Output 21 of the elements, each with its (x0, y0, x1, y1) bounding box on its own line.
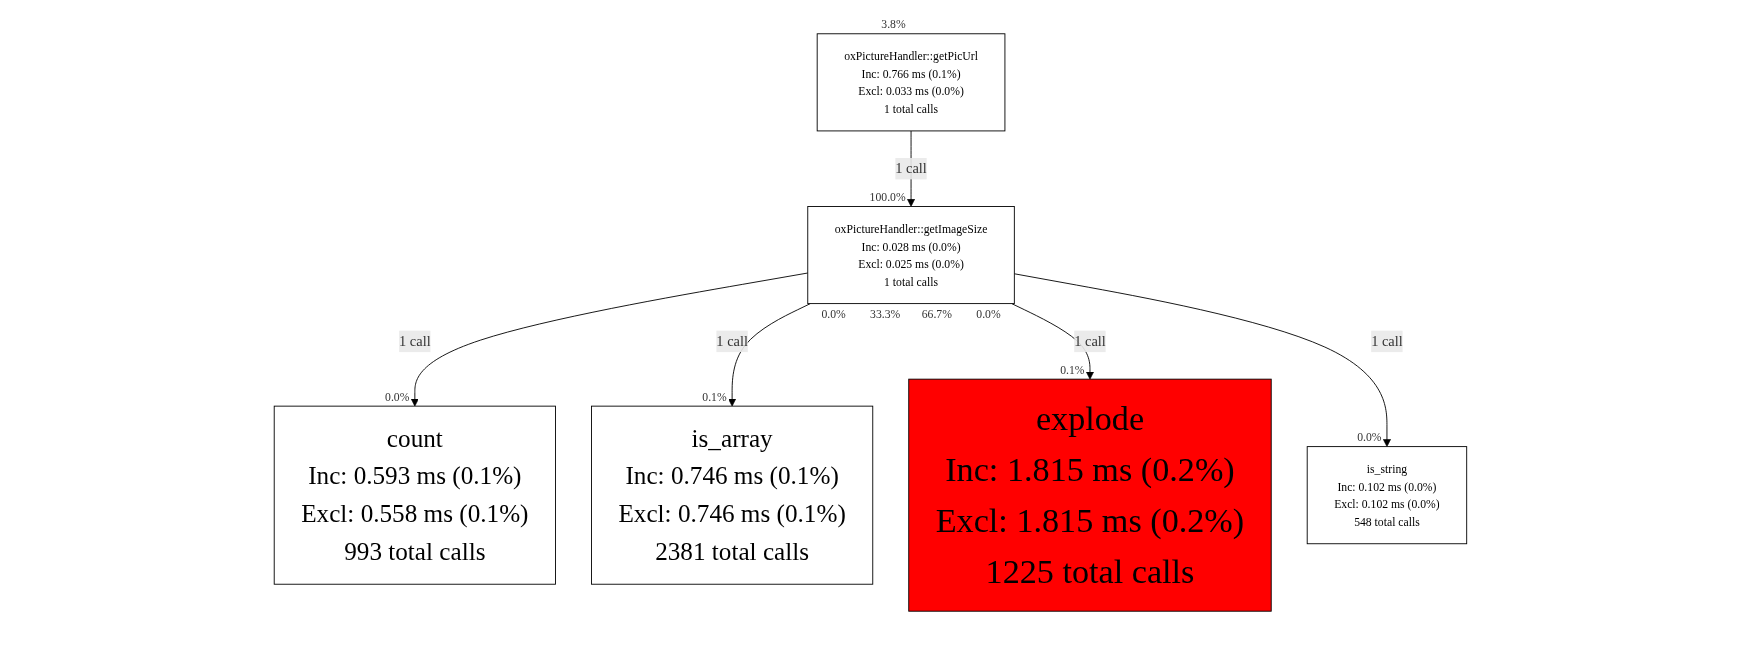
node-box: oxPictureHandler::getPicUrl Inc: 0.766 ms (0.1%) Excl: 0.033 ms (0.0%) 1 total calls (816, 33, 1006, 132)
percentage-label: 0.0% (821, 308, 846, 321)
percentage-label: 0.1% (1060, 363, 1085, 377)
node-box: oxPictureHandler::getImageSize Inc: 0.028 ms (0.0%) Excl: 0.025 ms (0.0%) 1 total calls (807, 206, 1015, 305)
percentage-label: 33.3% (870, 308, 901, 321)
percentage-label: 66.7% (921, 308, 952, 321)
percentage-label: 3.8% (881, 18, 906, 32)
edge-label: 1 call (399, 333, 431, 349)
percentage-label: 0.0% (1357, 431, 1382, 445)
edge-label: 1 call (895, 160, 927, 176)
node-box: count Inc: 0.593 ms (0.1%) Excl: 0.558 ms (0.1%) 993 total calls (273, 405, 556, 585)
edge-label: 1 call (1371, 333, 1403, 349)
percentage-label: 0.0% (385, 390, 410, 404)
node-box: is_array Inc: 0.746 ms (0.1%) Excl: 0.746 ms (0.1%) 2381 total calls (591, 405, 874, 585)
percentage-label: 100.0% (869, 191, 906, 205)
edge-label: 1 call (1074, 333, 1106, 349)
edge-label: 1 call (716, 333, 748, 349)
percentage-label: 0.1% (702, 390, 727, 404)
percentage-label: 0.0% (976, 308, 1001, 321)
node-box: explode Inc: 1.815 ms (0.2%) Excl: 1.815 ms (0.2%) 1225 total calls (908, 378, 1272, 612)
node-box: is_string Inc: 0.102 ms (0.0%) Excl: 0.102 ms (0.0%) 548 total calls (1306, 446, 1468, 545)
